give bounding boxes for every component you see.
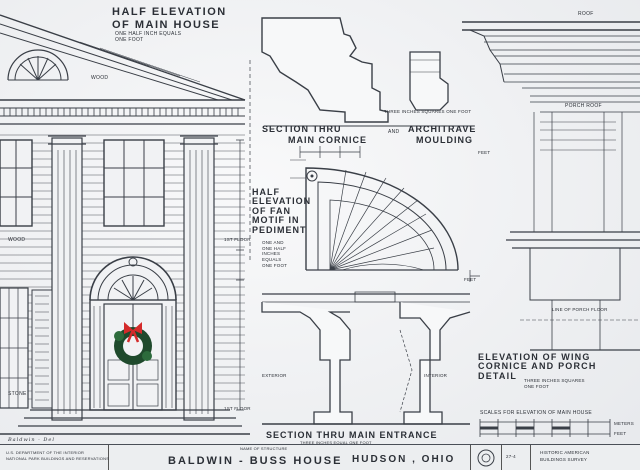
three-inches-scale-label: THREE INCHES SQUARES ONE FOOT xyxy=(384,109,472,114)
section-cornice-title-line1: SECTION THRU xyxy=(262,124,342,134)
feet-label-cornice: FEET xyxy=(478,150,491,155)
half-elevation-title-line1: HALF ELEVATION xyxy=(112,6,227,18)
fan-motif-scale-line2: ONE HALF xyxy=(262,245,287,251)
survey-name-line2: BUILDINGS SURVEY xyxy=(540,456,588,462)
fan-motif-scale-line5: ONE FOOT xyxy=(262,262,288,268)
interior-label: INTERIOR xyxy=(424,373,448,378)
survey-number-cell: 27-4 xyxy=(500,445,531,470)
entrance-section-drawing xyxy=(261,291,471,425)
architectural-drawing xyxy=(0,14,640,437)
survey-name: HISTORIC AMERICAN BUILDINGS SURVEY xyxy=(540,450,590,462)
fan-motif-title: HALF ELEVATION OF FAN MOTIF IN PEDIMENT xyxy=(252,187,312,235)
section-cornice-title-line2: MAIN CORNICE xyxy=(288,135,367,145)
department-cell: U.S. DEPARTMENT OF THE INTERIOR NATIONAL… xyxy=(0,445,109,470)
wing-cornice-scale: THREE INCHES SQUARES ONE FOOT xyxy=(524,378,585,390)
section-cornice-title: SECTION THRU MAIN CORNICE xyxy=(262,125,367,145)
building-title: BALDWIN - BUSS HOUSE xyxy=(168,455,343,467)
and-label: AND xyxy=(388,129,400,135)
porch-floor-label: LINE OF PORCH FLOOR xyxy=(552,307,608,312)
department-line1: U.S. DEPARTMENT OF THE INTERIOR xyxy=(6,450,85,455)
wreath-drawing xyxy=(114,322,152,365)
scale-units-label: METERS xyxy=(614,421,634,426)
structure-label: NAME OF STRUCTURE xyxy=(240,446,288,451)
wing-cornice-title-line3: DETAIL xyxy=(478,370,518,381)
title-block: U.S. DEPARTMENT OF THE INTERIOR NATIONAL… xyxy=(0,444,640,470)
exterior-label: EXTERIOR xyxy=(262,373,287,378)
scale-feet-label: FEET xyxy=(614,431,627,436)
emblem-cell xyxy=(470,445,502,470)
facade-drawing xyxy=(0,134,250,435)
first-floor-label-lower: 1ST FLOOR xyxy=(224,406,251,411)
first-floor-label-upper: 1ST FLOOR xyxy=(224,237,251,242)
city-title: HUDSON , OHIO xyxy=(352,454,456,465)
architrave-title-line2: MOULDING xyxy=(416,135,473,145)
half-elevation-scale: ONE HALF INCH EQUALS ONE FOOT xyxy=(115,32,181,43)
wood-top-label: WOOD xyxy=(91,75,109,81)
department-line2: NATIONAL PARK BUILDINGS AND RESERVATIONS xyxy=(6,456,110,461)
scale-bar xyxy=(479,419,611,437)
entrance-section-title: SECTION THRU MAIN ENTRANCE xyxy=(266,430,438,440)
architrave-title: ARCHITRAVE MOULDING xyxy=(408,125,476,145)
roof-label: ROOF xyxy=(578,11,594,17)
half-elevation-scale-line2: ONE FOOT xyxy=(115,37,144,43)
fan-motif-scale-line3: INCHES xyxy=(262,251,281,257)
half-elevation-scale-line1: ONE HALF INCH EQUALS xyxy=(115,31,182,37)
feet-label-fan: FEET xyxy=(464,277,477,282)
wing-cornice-scale-line2: ONE FOOT xyxy=(524,383,550,389)
entrance-section-scale: THREE INCHES EQUAL ONE FOOT xyxy=(300,440,372,445)
survey-emblem-icon xyxy=(477,449,495,467)
survey-name-line1: HISTORIC AMERICAN xyxy=(540,450,590,455)
cornice-section-drawing xyxy=(261,17,470,127)
survey-number: 27-4 xyxy=(506,454,516,459)
half-elevation-title: HALF ELEVATION OF MAIN HOUSE xyxy=(112,7,227,31)
pediment-drawing xyxy=(0,14,246,125)
porch-roof-label: PORCH ROOF xyxy=(565,103,602,109)
architrave-moulding-drawing xyxy=(409,51,449,111)
wing-cornice-title-line2: CORNICE AND PORCH xyxy=(478,361,597,372)
fan-motif-scale: ONE AND ONE HALF INCHES EQUALS ONE FOOT xyxy=(262,240,287,268)
stone-label: STONE xyxy=(8,391,27,397)
wood-left-label: WOOD xyxy=(8,237,26,243)
wing-cornice-title: ELEVATION OF WING CORNICE AND PORCH DETA… xyxy=(478,352,597,381)
fan-motif-scale-line4: EQUALS xyxy=(262,256,282,262)
architrave-title-line1: ARCHITRAVE xyxy=(408,124,477,134)
half-elevation-title-line2: OF MAIN HOUSE xyxy=(112,19,221,31)
fan-motif-title-line1: HALF xyxy=(252,187,280,197)
department-text: U.S. DEPARTMENT OF THE INTERIOR NATIONAL… xyxy=(6,451,109,461)
wing-cornice-drawing xyxy=(462,21,640,351)
drafter-signature: Baldwin - Del xyxy=(8,437,55,443)
fan-motif-title-line3: OF FAN xyxy=(252,205,291,216)
fan-motif-title-line5: PEDIMENT xyxy=(252,224,307,235)
fan-motif-scale-line1: ONE AND xyxy=(262,240,284,245)
fan-motif-title-line2: ELEVATION xyxy=(252,196,312,207)
wing-cornice-scale-line1: THREE INCHES SQUARES xyxy=(524,378,585,383)
fan-motif-title-line4: MOTIF IN xyxy=(252,215,300,226)
scales-caption: SCALES FOR ELEVATION OF MAIN HOUSE xyxy=(480,410,592,416)
fan-motif-drawing xyxy=(290,159,459,271)
wing-cornice-title-line1: ELEVATION OF WING xyxy=(478,352,591,362)
